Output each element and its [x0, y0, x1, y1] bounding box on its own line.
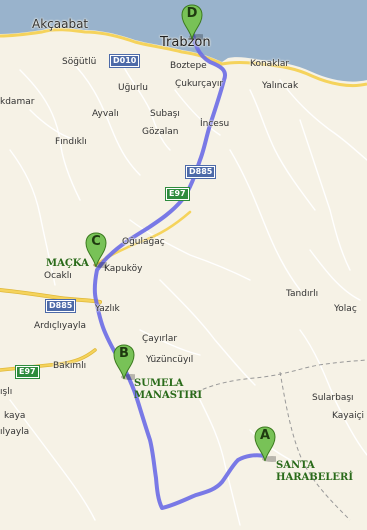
- waypoint-marker-c[interactable]: C: [85, 232, 107, 268]
- minor-roads: [9, 59, 367, 526]
- place-yolac: Yolaç: [334, 304, 357, 314]
- district-boundary: [189, 359, 367, 396]
- place-oglagac: Oğulağaç: [122, 237, 165, 247]
- waypoint-label-a-line-1: SANTA: [276, 460, 315, 471]
- waypoint-marker-d[interactable]: D: [181, 4, 203, 40]
- place-yalincak: Yalıncak: [262, 81, 299, 91]
- shield-d885-north: D885: [184, 165, 217, 179]
- waypoint-letter-b: B: [119, 346, 129, 361]
- shield-d885-west: D885: [44, 299, 77, 313]
- place-ocakli: Ocaklı: [44, 271, 72, 281]
- district-boundary-south: [279, 371, 351, 521]
- place-ardicliyayla: Ardıçlıyayla: [34, 321, 87, 331]
- place-tandirli: Tandırlı: [286, 289, 319, 299]
- marker-pin-icon: [85, 232, 107, 268]
- place-yazlik: Yazlık: [95, 304, 120, 314]
- place-boztepe: Boztepe: [170, 61, 207, 71]
- place-kapukoy: Kapuköy: [104, 264, 143, 274]
- place-akcaabat: Akçaabat: [32, 17, 89, 31]
- marker-pin-icon: [113, 344, 135, 380]
- waypoint-marker-a[interactable]: A: [254, 426, 276, 462]
- place-yayla: ılyayla: [0, 427, 30, 437]
- place-trabzon: Trabzon: [160, 35, 211, 50]
- waypoint-label-a: SANTA HARABELERİ: [276, 460, 353, 484]
- waypoint-label-b: SUMELA MANASTIRI: [134, 378, 202, 402]
- place-sularbasi: Sularbaşı: [312, 393, 354, 403]
- place-yuzuncuyil: Yüzüncüyıl: [146, 355, 194, 365]
- place-incesu: İncesu: [200, 119, 230, 129]
- waypoint-letter-a: A: [259, 428, 271, 443]
- waypoint-letter-d: D: [186, 6, 198, 21]
- shield-e97-west: E97: [15, 365, 40, 379]
- place-kadmar: kdamar: [0, 97, 35, 107]
- waypoint-label-c: MAÇKA: [46, 258, 89, 270]
- route-line: [92, 28, 267, 510]
- place-sogutlu: Söğütlü: [62, 57, 97, 67]
- sea-area: [0, 0, 367, 82]
- shield-e97-north: E97: [165, 187, 190, 201]
- place-gozalan: Gözalan: [142, 127, 179, 137]
- waypoint-label-a-line-2: HARABELERİ: [276, 472, 353, 483]
- waypoint-letter-c: C: [91, 234, 101, 249]
- waypoint-marker-b[interactable]: B: [113, 344, 135, 380]
- shield-d010: D010: [108, 54, 141, 68]
- place-kaya: kaya: [4, 411, 26, 421]
- waypoint-label-c-line-1: MAÇKA: [46, 258, 89, 269]
- place-ayvali: Ayvalı: [92, 109, 119, 119]
- waypoint-label-b-line-1: SUMELA: [134, 378, 184, 389]
- place-kayaici: Kayaiçi: [332, 411, 365, 421]
- place-cayirlar: Çayırlar: [142, 334, 178, 344]
- place-isli: ışlı: [0, 387, 13, 397]
- place-konaklar: Konaklar: [250, 59, 290, 69]
- place-cukurcayir: Çukurçayır: [175, 79, 224, 89]
- place-subasi: Subaşı: [150, 109, 180, 119]
- place-bakimli: Bakımlı: [53, 361, 87, 371]
- waypoint-label-b-line-2: MANASTIRI: [134, 390, 203, 401]
- marker-pin-icon: [254, 426, 276, 462]
- place-ugurlu: Uğurlu: [118, 83, 148, 93]
- coast-road: [0, 28, 367, 88]
- marker-pin-icon: [181, 4, 203, 40]
- place-findikli: Fındıklı: [55, 137, 87, 147]
